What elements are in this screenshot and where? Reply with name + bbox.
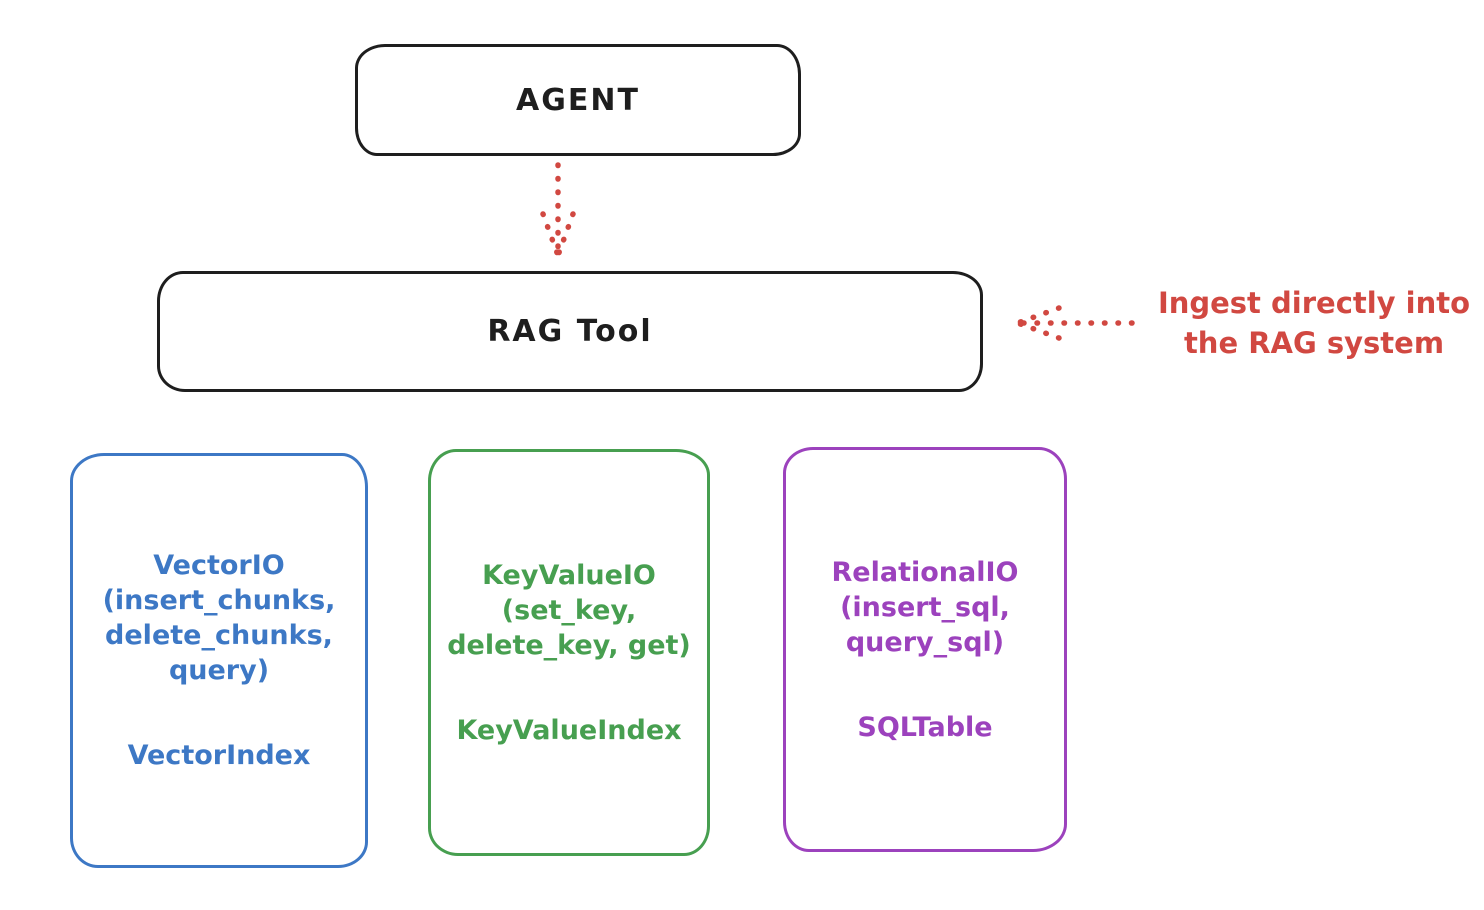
vector-index-label: VectorIndex	[127, 740, 311, 771]
keyvalue-index-label: KeyValueIndex	[456, 714, 682, 746]
dotted-left-arrow-icon	[1016, 305, 1135, 341]
ingest-annotation: Ingest directly into the RAG system	[1143, 283, 1484, 363]
sql-table-label: SQLTable	[857, 711, 993, 743]
rag-tool-node-label: RAG Tool	[487, 314, 653, 349]
vector-io-node: VectorIO (insert_chunks, delete_chunks, …	[70, 453, 368, 868]
node-text-line: (set_key,	[501, 594, 637, 626]
rag-tool-node: RAG Tool	[157, 271, 983, 392]
node-text-line: (insert_sql,	[840, 591, 1010, 623]
ingest-annotation-line: the RAG system	[1183, 326, 1445, 360]
keyvalue-io-node: KeyValueIO (set_key, delete_key, get) Ke…	[428, 449, 710, 856]
node-text-line: RelationalIO	[831, 556, 1019, 588]
dotted-down-arrow-icon	[540, 162, 576, 257]
node-text-line: delete_key, get)	[447, 629, 691, 661]
agent-node-label: AGENT	[516, 82, 640, 118]
node-text-line: query_sql)	[845, 626, 1005, 658]
node-text-line: KeyValueIO	[482, 559, 656, 591]
node-text-line: query)	[168, 655, 270, 686]
node-text-line: VectorIO	[153, 550, 285, 581]
agent-node: AGENT	[355, 44, 801, 156]
node-text-line: (insert_chunks,	[102, 585, 336, 616]
relational-io-node: RelationalIO (insert_sql, query_sql) SQL…	[783, 447, 1067, 852]
node-text-line: delete_chunks,	[105, 620, 333, 651]
ingest-annotation-line: Ingest directly into	[1157, 286, 1471, 320]
